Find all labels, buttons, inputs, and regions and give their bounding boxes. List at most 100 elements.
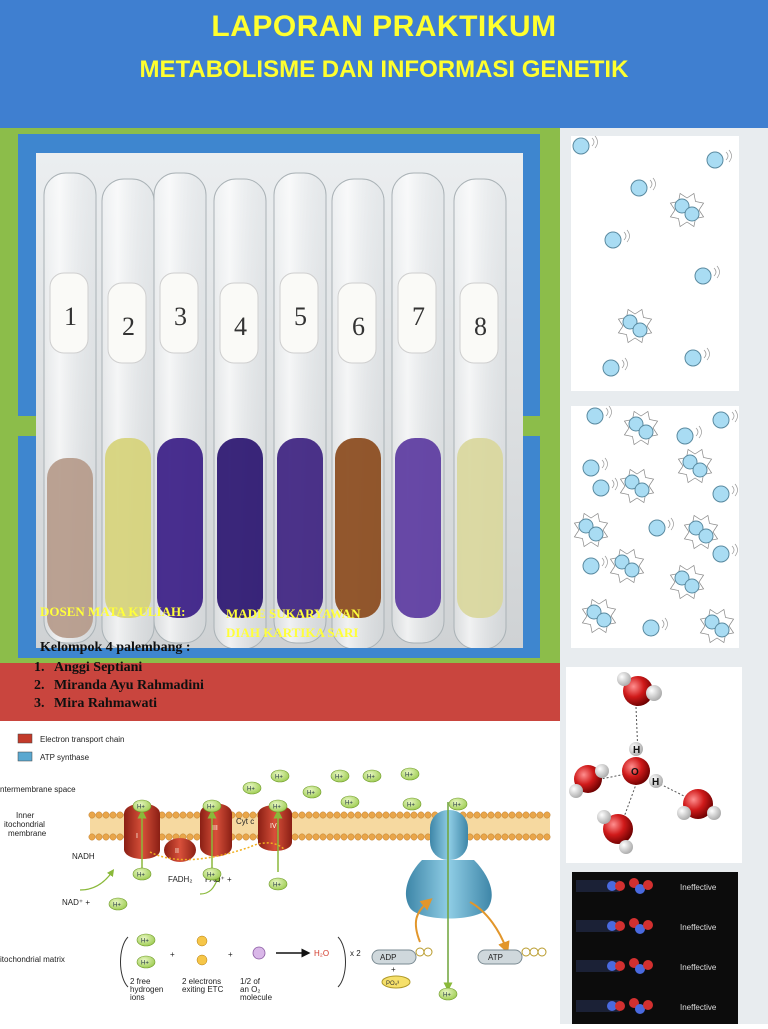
molecule-icon [712, 409, 738, 429]
molecule-icon [648, 517, 674, 537]
ineffective-label: Ineffective [680, 1003, 717, 1012]
test-tube: 4 [213, 178, 267, 648]
test-tube: 3 [153, 172, 207, 644]
list-item: 2.Miranda Ayu Rahmadini [34, 678, 204, 693]
svg-text:1/2 of: 1/2 of [240, 977, 261, 986]
tube-label: 3 [174, 302, 187, 331]
molecule-icon [694, 265, 720, 285]
svg-text:ions: ions [130, 993, 145, 1002]
water-molecule-right [677, 789, 721, 820]
proton-icon: H+ [268, 877, 288, 891]
proton-icon: H+ [362, 769, 382, 783]
proton-icon: H+ [136, 955, 156, 969]
svg-text:I: I [136, 833, 138, 840]
svg-text:+: + [228, 950, 233, 959]
water-molecules-illustration: H O H [566, 667, 742, 863]
molecule-pair-icon [669, 192, 705, 228]
proton-icon: H+ [340, 795, 360, 809]
molecule-icon [602, 357, 628, 377]
svg-text:H+: H+ [113, 903, 121, 909]
tube-label: 7 [412, 302, 425, 331]
list-item: 1.Anggi Septiani [34, 660, 143, 675]
legend-label: ATP synthase [40, 753, 90, 762]
molecule-icon [582, 555, 608, 575]
svg-text:IV: IV [270, 823, 277, 830]
oxygen-icon [252, 946, 266, 960]
water-molecule-top [617, 672, 662, 706]
molecule-icon [572, 135, 598, 155]
svg-text:an O₂: an O₂ [240, 985, 260, 994]
electron-icon [196, 935, 208, 947]
molecule-pair-icon [677, 448, 713, 484]
adp-pill: ADP + PO₄³ [371, 947, 433, 989]
svg-text:H+: H+ [307, 791, 315, 797]
svg-text:H+: H+ [335, 775, 343, 781]
group-label: Kelompok 4 palembang : [40, 640, 191, 655]
proton-icon: H+ [132, 799, 152, 813]
molecule-pair-icon [609, 548, 645, 584]
proton-icon: H+ [268, 799, 288, 813]
red-band [0, 663, 560, 721]
legend-swatch-atp [17, 751, 33, 762]
molecule-pair-icon [581, 598, 617, 634]
proton-icon: H+ [438, 987, 458, 1001]
water-molecule-left [569, 764, 609, 798]
proton-icon: H+ [132, 867, 152, 881]
svg-text:+: + [170, 950, 175, 959]
svg-text:H+: H+ [207, 805, 215, 811]
collision-row: Ineffective [576, 998, 717, 1014]
tube-label: 6 [352, 312, 365, 341]
member-list: 1.Anggi Septiani 2.Miranda Ayu Rahmadini… [34, 659, 204, 713]
molecule-icon [706, 149, 732, 169]
svg-text:H+: H+ [345, 801, 353, 807]
test-tube: 1 [43, 172, 97, 644]
lecturer-name: MADE SUKARYAWAN [226, 606, 361, 621]
molecule-pair-icon [669, 564, 705, 600]
ineffective-label: Ineffective [680, 963, 717, 972]
h2o-label: H₂O [314, 949, 329, 958]
svg-text:PO₄³: PO₄³ [386, 981, 399, 987]
svg-text:H+: H+ [275, 775, 283, 781]
ineffective-label: Ineffective [680, 883, 717, 892]
fadh2-label: FADH₂ [168, 875, 192, 884]
page-subtitle: METABOLISME DAN INFORMASI GENETIK [139, 56, 629, 83]
molecule-icon [586, 405, 612, 425]
membrane-label: itochondrial [4, 820, 45, 829]
proton-icon: H+ [242, 781, 262, 795]
lecturer-name: DIAH KARTIKA SARI [226, 625, 359, 640]
proton-icon: H+ [202, 867, 222, 881]
collision-row: Ineffective [576, 878, 717, 894]
svg-text:H+: H+ [443, 993, 451, 999]
svg-text:+: + [391, 965, 396, 974]
svg-text:H+: H+ [137, 873, 145, 879]
svg-text:ADP: ADP [380, 953, 396, 962]
molecules-low-concentration [571, 135, 739, 391]
svg-text:H+: H+ [207, 873, 215, 879]
member-name: Miranda Ayu Rahmadini [54, 678, 204, 693]
header-banner [0, 0, 768, 128]
svg-text:hydrogen: hydrogen [130, 985, 163, 994]
svg-text:2 free: 2 free [130, 977, 151, 986]
svg-text:H+: H+ [247, 787, 255, 793]
svg-text:2 electrons: 2 electrons [182, 977, 221, 986]
proton-icon: H+ [270, 769, 290, 783]
lecturer-names: MADE SUKARYAWAN DIAH KARTIKA SARI [226, 604, 361, 642]
hydrogen-label: H [633, 745, 640, 756]
diagram-legend: Electron transport chain ATP synthase [17, 733, 125, 762]
legend-label: Electron transport chain [40, 735, 125, 744]
proton-icon: H+ [302, 785, 322, 799]
svg-text:H+: H+ [273, 805, 281, 811]
test-tube: 6 [331, 178, 385, 648]
svg-text:H+: H+ [141, 961, 149, 967]
svg-text:molecule: molecule [240, 993, 273, 1002]
proton-icon: H+ [402, 797, 422, 811]
water-molecule-center: H O H [622, 742, 663, 788]
page-title: LAPORAN PRAKTIKUM [211, 10, 557, 43]
test-tube: 2 [101, 178, 155, 648]
svg-text:II: II [175, 848, 179, 855]
test-tube: 5 [273, 172, 327, 644]
collision-row: Ineffective [576, 918, 717, 934]
nad-label: NAD⁺ + [62, 898, 90, 907]
